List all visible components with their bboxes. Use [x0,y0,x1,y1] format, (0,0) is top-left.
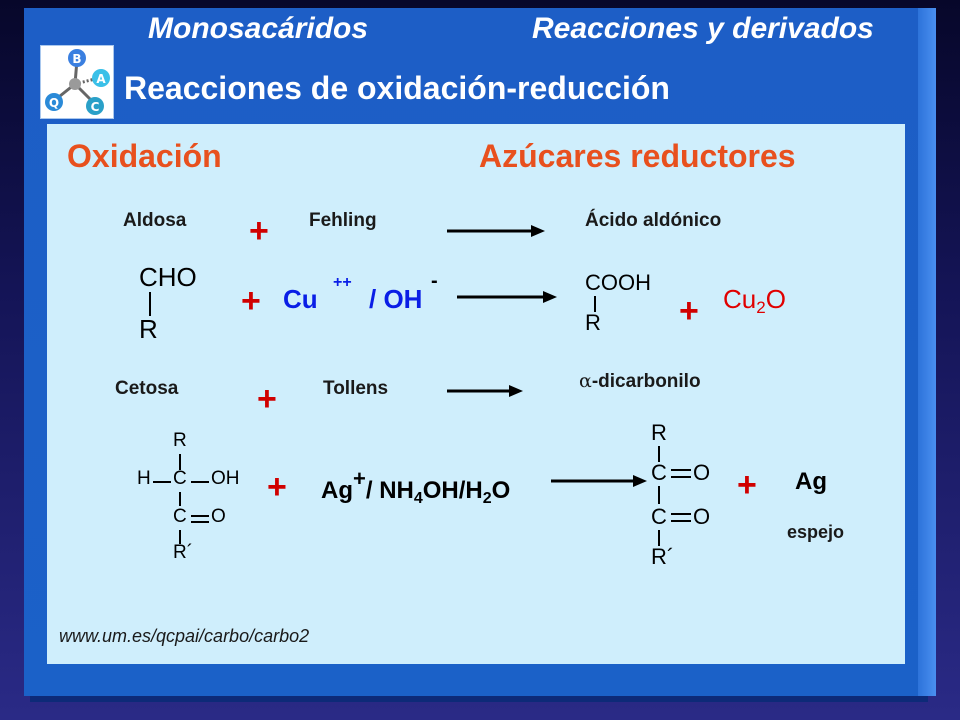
bond-line [179,454,181,470]
reagent-cu-charge: ++ [333,274,352,291]
reagent-oh: / OH [369,284,423,314]
logo-letter-b: B [72,52,81,66]
ketose-h: H [137,468,151,489]
logo-letter-a: A [96,72,106,86]
product-cu2o: Cu2O [723,284,786,318]
header-title-right: Reacciones y derivados [532,12,874,45]
bond-line [179,530,181,544]
acid-r: R [585,310,601,335]
dicarbonyl-o1: O [693,460,711,485]
reaction-arrow [447,385,523,397]
tollens-ag: Ag [321,477,353,504]
plus-sign: + [249,212,269,250]
plus-sign: + [679,292,699,330]
dicarbonyl-r2: R´ [651,544,675,569]
dicarbonyl-c1: C [651,460,667,485]
reaction-arrow [457,291,557,303]
aldose-r: R [139,314,158,344]
bond-line [658,530,660,546]
label-dicarbonilo: α-dicarbonilo [579,370,701,393]
tollens-sub2: 2 [482,490,492,507]
bond-line [179,492,181,506]
source-url: www.um.es/qcpai/carbo/carbo2 [59,626,310,646]
dicarbonyl-r: R [651,420,667,445]
dicarbonyl-c2: C [651,504,667,529]
reagent-cu: Cu [283,284,318,314]
tollens-sub4: 4 [413,490,423,507]
cu2o-subscript: 2 [756,298,766,317]
plus-sign: + [737,466,757,504]
reaction-arrow [447,225,545,237]
label-aldosa: Aldosa [123,210,187,231]
plus-sign: + [267,468,287,506]
tollens-o: O [491,477,511,504]
molecule-logo-icon: B A C Q [40,45,114,119]
bond-line [671,476,691,478]
aldose-cho: CHO [139,262,197,292]
label-fehling: Fehling [309,210,377,231]
logo-letter-q: Q [49,96,59,110]
ketose-r2: R´ [173,542,194,563]
bond-line [658,446,660,462]
tollens-ohh: OH/H [422,477,483,504]
ketose-oh: OH [211,468,240,489]
header-title-left: Monosacáridos [148,12,369,45]
bond-line [191,521,209,523]
bond-line [594,296,596,312]
bond-line [153,481,171,483]
bond-line [658,486,660,504]
label-cetosa: Cetosa [115,378,179,399]
acid-cooh: COOH [585,270,651,295]
reagent-tollens: Ag+/ NH4OH/H2O [321,466,510,508]
dicarbonilo-text: -dicarbonilo [591,371,701,392]
ketose-r: R [173,430,187,451]
alpha-symbol: α [579,370,592,392]
bond-line [671,469,691,471]
tollens-nh: / NH [365,477,414,504]
cu2o-end: O [765,284,786,314]
slide-bevel [918,8,936,696]
label-acido-aldonico: Ácido aldónico [585,210,722,231]
cu2o-base: Cu [723,284,757,314]
ketose-c1: C [173,468,187,489]
tollens-charge: + [353,466,366,491]
bond-line [191,481,209,483]
plus-sign: + [241,282,261,320]
bond-line [191,515,209,517]
logo-letter-c: C [91,100,100,114]
ketose-o: O [211,506,226,527]
reagent-oh-charge: - [431,270,438,292]
content-panel: Oxidación Azúcares reductores Aldosa + F… [47,124,905,664]
label-tollens: Tollens [323,378,389,399]
heading-reducing-sugars: Azúcares reductores [479,138,796,174]
plus-sign: + [257,380,277,418]
ketose-c2: C [173,506,187,527]
heading-oxidation: Oxidación [67,138,222,174]
page-subtitle: Reacciones de oxidación-reducción [124,70,670,106]
bond-line [671,513,691,515]
bond-line [149,292,151,316]
label-espejo: espejo [787,522,845,542]
reaction-arrow [551,475,647,487]
product-ag: Ag [795,468,827,495]
bond-line [671,520,691,522]
dicarbonyl-o2: O [693,504,711,529]
